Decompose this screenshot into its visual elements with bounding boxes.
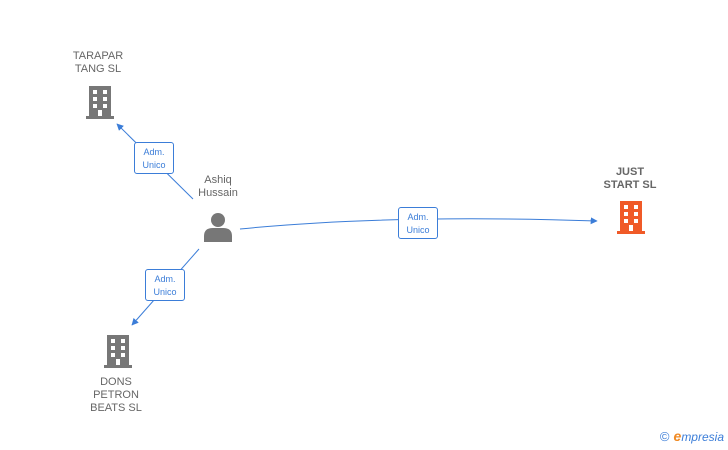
company-label-dons-petron[interactable]: DONS PETRON BEATS SL	[90, 376, 142, 414]
company-label-tarapar[interactable]: TARAPAR TANG SL	[72, 50, 124, 75]
edge-label-role: Adm. Unico	[398, 207, 438, 239]
person-label[interactable]: Ashiq Hussain	[198, 174, 238, 199]
edge-label-role: Adm. Unico	[145, 269, 185, 301]
building-icon-main[interactable]	[617, 201, 645, 234]
brand-initial: e	[673, 428, 682, 444]
edge-label-role: Adm. Unico	[134, 142, 174, 174]
building-icon[interactable]	[104, 335, 132, 368]
person-icon[interactable]	[204, 213, 232, 242]
brand-logo: © empresia	[660, 428, 724, 444]
building-icon[interactable]	[86, 86, 114, 119]
brand-name: mpresia	[681, 430, 724, 444]
copyright-symbol: ©	[659, 428, 670, 444]
company-label-just-start[interactable]: JUST START SL	[603, 166, 657, 191]
